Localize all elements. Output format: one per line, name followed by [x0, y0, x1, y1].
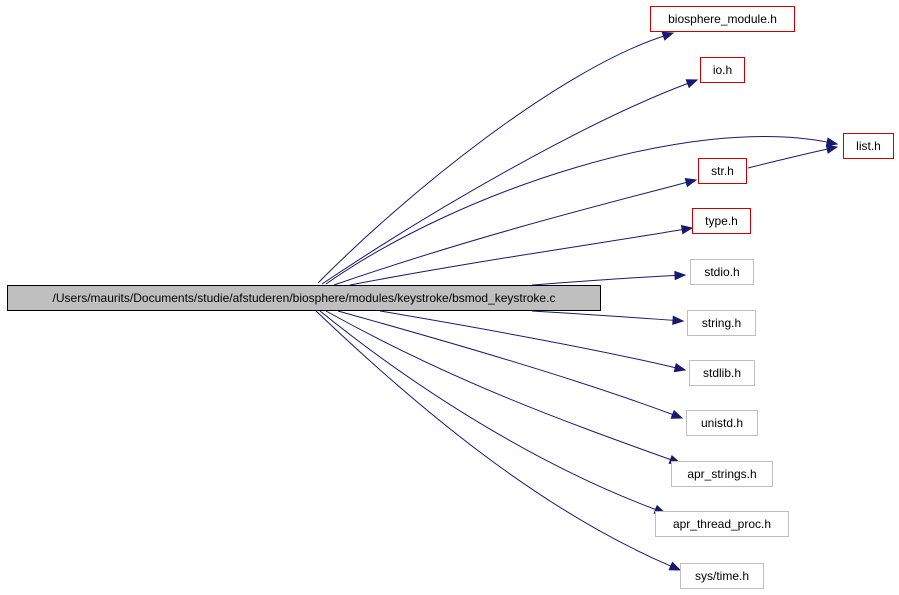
node-label: io.h — [712, 63, 733, 77]
node-list-h[interactable]: list.h — [843, 133, 894, 159]
node-string-h: string.h — [687, 310, 756, 336]
edge-root-to-biosphere_module — [317, 35, 664, 284]
edge-root-to-string — [531, 310, 674, 321]
node-apr-thread-proc-h: apr_thread_proc.h — [655, 511, 789, 537]
node-label: list.h — [856, 139, 881, 153]
arrowhead-root-to-biosphere_module — [661, 31, 675, 41]
arrowhead-root-to-stdlib — [673, 362, 687, 373]
edge-root-to-stdlib — [379, 310, 676, 369]
node-apr-strings-h: apr_strings.h — [671, 461, 773, 487]
node-stdlib-h: stdlib.h — [689, 360, 755, 386]
node-label: str.h — [711, 164, 734, 178]
node-label: apr_thread_proc.h — [672, 517, 772, 531]
edge-root-to-str — [333, 182, 687, 286]
arrowhead-str-to-list — [825, 144, 839, 154]
edge-root-to-apr_strings — [325, 310, 671, 461]
node-label: apr_strings.h — [687, 467, 757, 481]
arrowhead-root-to-stdio — [674, 270, 687, 281]
node-label: /Users/maurits/Documents/studie/afstuder… — [52, 291, 556, 305]
node-label: type.h — [705, 214, 738, 228]
node-label: biosphere_module.h — [668, 12, 777, 26]
arrowhead-root-to-unistd — [670, 409, 684, 419]
edge-root-to-type — [349, 229, 683, 286]
node-label: string.h — [701, 316, 742, 330]
edge-str-to-list — [747, 148, 828, 169]
node-io-h[interactable]: io.h — [700, 57, 745, 83]
arrowhead-root-to-string — [672, 315, 685, 325]
arrowhead-root-to-sys_time — [668, 561, 682, 571]
node-str-h[interactable]: str.h — [698, 158, 747, 184]
node-label: unistd.h — [700, 416, 744, 430]
node-label: sys/time.h — [694, 569, 749, 583]
arrowhead-root-to-str — [684, 178, 698, 188]
arrowhead-root-to-io — [685, 79, 699, 89]
node-label: stdio.h — [704, 265, 740, 279]
node-unistd-h: unistd.h — [686, 410, 758, 436]
edge-root-to-unistd — [337, 310, 673, 415]
arrowhead-root-to-list — [825, 137, 839, 147]
node-label: stdlib.h — [702, 366, 742, 380]
edge-root-to-apr_thread_proc — [319, 310, 656, 510]
arrowhead-root-to-type — [680, 225, 694, 235]
node-sys-time-h: sys/time.h — [680, 563, 764, 589]
node-type-h[interactable]: type.h — [692, 208, 751, 234]
node-stdio-h: stdio.h — [690, 259, 754, 285]
node-biosphere-module-h[interactable]: biosphere_module.h — [650, 6, 795, 32]
edge-root-to-list — [325, 136, 828, 285]
edge-root-to-stdio — [531, 274, 676, 286]
edge-root-to-sys_time — [315, 310, 672, 567]
edge-root-to-io — [321, 83, 688, 285]
node-bsmod-keystroke-c: /Users/maurits/Documents/studie/afstuder… — [7, 285, 601, 311]
